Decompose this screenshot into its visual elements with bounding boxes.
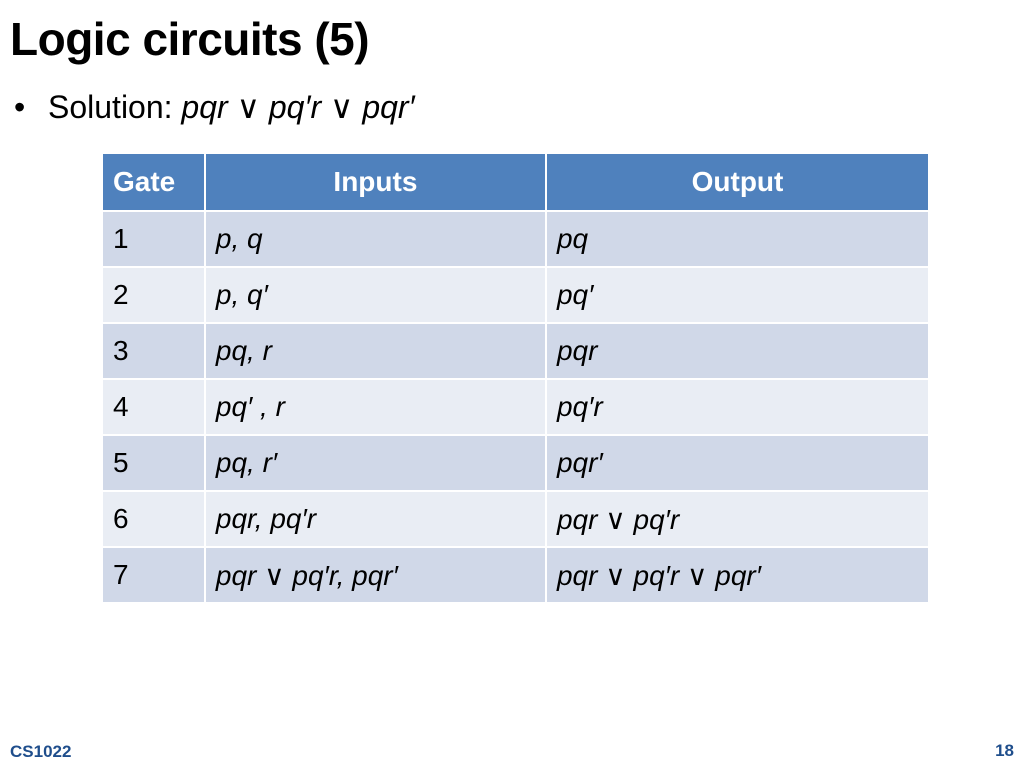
table-row: 2 p, q′ pq′ bbox=[101, 266, 931, 324]
gate-number: 1 bbox=[101, 210, 206, 268]
header-output: Output bbox=[544, 152, 931, 212]
table-row: 5 pq, r′ pqr′ bbox=[101, 434, 931, 492]
header-inputs: Inputs bbox=[203, 152, 547, 212]
gate-number: 4 bbox=[101, 378, 206, 436]
table-row: 4 pq′ , r pq′r bbox=[101, 378, 931, 436]
table-row: 7 pqr ∨ pq′r, pqr′ pqr ∨ pq′r ∨ pqr′ bbox=[101, 546, 931, 604]
footer-page-number: 18 bbox=[995, 741, 1014, 760]
gate-inputs: pq′ , r bbox=[203, 378, 547, 436]
gate-number: 2 bbox=[101, 266, 206, 324]
gate-output: pq′r bbox=[544, 378, 931, 436]
header-gate: Gate bbox=[101, 152, 206, 212]
gate-output: pqr′ bbox=[544, 434, 931, 492]
gate-inputs: pqr ∨ pq′r, pqr′ bbox=[203, 546, 547, 604]
gate-inputs: p, q bbox=[203, 210, 547, 268]
gate-number: 3 bbox=[101, 322, 206, 380]
gate-number: 6 bbox=[101, 490, 206, 548]
gates-table: Gate Inputs Output 1 p, q pq 2 p, q′ pq′… bbox=[101, 152, 931, 604]
gate-inputs: p, q′ bbox=[203, 266, 547, 324]
gate-inputs: pq, r bbox=[203, 322, 547, 380]
slide-title: Logic circuits (5) bbox=[10, 13, 370, 65]
gate-inputs: pqr, pq′r bbox=[203, 490, 547, 548]
solution-bullet: • Solution: pqr ∨ pq′r ∨ pqr′ bbox=[14, 88, 415, 126]
gate-output: pqr bbox=[544, 322, 931, 380]
gate-output: pq bbox=[544, 210, 931, 268]
gate-output: pq′ bbox=[544, 266, 931, 324]
gate-output: pqr ∨ pq′r bbox=[544, 490, 931, 548]
solution-expression: pqr ∨ pq′r ∨ pqr′ bbox=[181, 89, 415, 125]
table-header-row: Gate Inputs Output bbox=[101, 152, 931, 212]
table-row: 6 pqr, pq′r pqr ∨ pq′r bbox=[101, 490, 931, 548]
gate-number: 5 bbox=[101, 434, 206, 492]
gate-number: 7 bbox=[101, 546, 206, 604]
table-row: 3 pq, r pqr bbox=[101, 322, 931, 380]
solution-label: Solution: bbox=[48, 89, 182, 125]
table-row: 1 p, q pq bbox=[101, 210, 931, 268]
gate-inputs: pq, r′ bbox=[203, 434, 547, 492]
bullet-marker: • bbox=[14, 89, 26, 125]
gate-output: pqr ∨ pq′r ∨ pqr′ bbox=[544, 546, 931, 604]
footer-course-code: CS1022 bbox=[10, 742, 72, 761]
